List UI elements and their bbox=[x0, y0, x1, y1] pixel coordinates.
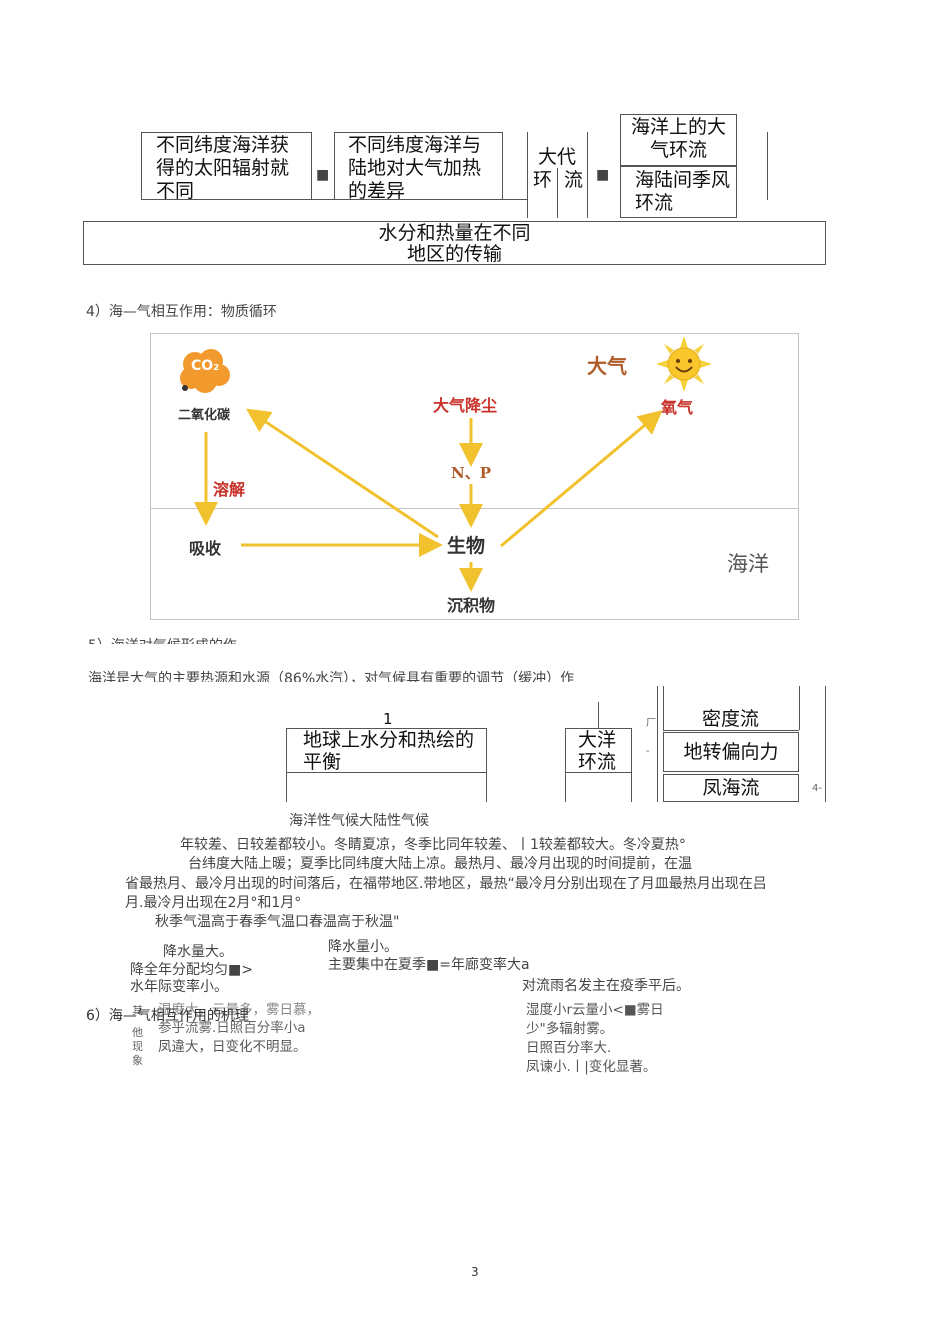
precip-left-2: 降全年分配均匀■> bbox=[130, 962, 253, 978]
climate-header: 海洋性气候大陆性气候 bbox=[289, 813, 429, 829]
divider bbox=[631, 728, 632, 802]
page-number: 3 bbox=[471, 1265, 479, 1279]
divider bbox=[767, 132, 768, 200]
box-density-current: 密度流 bbox=[702, 708, 760, 730]
side-label-4: 象 bbox=[132, 1054, 143, 1067]
other-left-1: 湿度大，云量多，雾日慕， bbox=[158, 1002, 320, 1018]
box-monsoon-text: 海陆间季风环流 bbox=[635, 169, 731, 214]
section6-heading: 6）海—气相互作用的机理 bbox=[86, 1008, 249, 1024]
divider bbox=[286, 728, 287, 802]
climate-line-5: 秋季气温高于春季气温口春温高于秋温" bbox=[155, 914, 400, 930]
other-right-2: 少"多辐射雾。 bbox=[526, 1021, 614, 1037]
divider bbox=[141, 132, 311, 133]
divider bbox=[502, 132, 503, 200]
item-number: 1 bbox=[383, 710, 393, 728]
divider bbox=[527, 132, 528, 218]
climate-line-1: 年较差、日较差都较小。冬睛夏凉，冬季比同年较差、丨1较差都较大。冬冷夏热° bbox=[180, 837, 686, 853]
dissolve-label: 溶解 bbox=[213, 480, 246, 499]
divider bbox=[663, 730, 799, 731]
divider bbox=[565, 728, 566, 802]
dust-label: 大气降尘 bbox=[433, 396, 498, 415]
box-transport-text: 水分和热量在不同地区的传输 bbox=[378, 222, 531, 265]
side-label-1: 其 bbox=[132, 1004, 143, 1017]
divider bbox=[657, 686, 658, 802]
mark-b: - bbox=[646, 746, 650, 757]
divider bbox=[598, 702, 599, 728]
climate-line-4: 月.最冷月出现在2月°和1月° bbox=[125, 895, 302, 911]
divider bbox=[557, 168, 558, 218]
box-wind-current: 凤海流 bbox=[663, 774, 799, 802]
divider bbox=[334, 132, 502, 133]
sun-icon bbox=[656, 336, 712, 392]
divider bbox=[486, 728, 487, 802]
divider bbox=[565, 728, 631, 729]
mark-c: 4- bbox=[812, 783, 822, 794]
divider bbox=[663, 686, 664, 730]
divider bbox=[799, 686, 800, 730]
divider bbox=[141, 132, 142, 200]
divider bbox=[286, 772, 486, 773]
precip-left-3: 水年际变率小。 bbox=[130, 979, 228, 995]
sediment-label: 沉积物 bbox=[447, 596, 496, 615]
precip-right-2: 主要集中在夏季■=年廊变率大a bbox=[328, 957, 530, 973]
precip-left-1: 降水量大。 bbox=[163, 944, 233, 960]
divider bbox=[587, 132, 588, 218]
box-water-heat-balance: 地球上水分和热绘的平衡 bbox=[303, 729, 475, 773]
co2-badge: CO₂ bbox=[191, 358, 220, 374]
bullet-2: ■ bbox=[596, 167, 610, 183]
section5-intro: 海洋是大气的主要热源和水源（86%水汽），对气候具有重要的调节（缓冲）作 bbox=[88, 671, 575, 682]
co2-label: 二氧化碳 bbox=[178, 408, 231, 423]
side-label-3: 现 bbox=[132, 1040, 143, 1053]
climate-line-2: 台纬度大陆上暖；夏季比同纬度大陆上凉。最热月、最冷月出现的时间提前，在温 bbox=[188, 856, 692, 872]
other-right-1: 湿度小r云量小<■雾日 bbox=[526, 1002, 664, 1018]
box-monsoon-circulation: 海陆间季风环流 bbox=[620, 166, 737, 218]
absorb-label: 吸收 bbox=[189, 539, 222, 558]
box-transport: 水分和热量在不同地区的传输 bbox=[83, 221, 826, 265]
atmosphere-label: 大气 bbox=[587, 354, 627, 378]
bullet-1: ■ bbox=[316, 167, 330, 183]
divider bbox=[565, 772, 631, 773]
box-solar-radiation: 不同纬度海洋获得的太阳辐射就不同 bbox=[156, 134, 290, 202]
other-left-2: 参乎流雾.日照百分率小a bbox=[158, 1020, 306, 1036]
section5-heading: 5）海洋对气候形成的作 bbox=[88, 632, 388, 644]
ocean-label: 海洋 bbox=[727, 552, 769, 576]
arrow-organism-to-oxygen bbox=[500, 410, 663, 548]
oxygen-label: 氧气 bbox=[661, 398, 694, 417]
cycle-diagram: CO₂ 二氧化碳 大气 氧气 大气降尘 N、P 溶解 吸收 生物 海洋 沉积物 bbox=[150, 333, 799, 620]
other-left-3: 凤違大，日变化不明显。 bbox=[158, 1039, 307, 1055]
box-coriolis: 地转偏向力 bbox=[663, 732, 799, 772]
divider bbox=[825, 686, 826, 802]
divider bbox=[334, 132, 335, 200]
other-right-4: 凤谏小.丨|变化显著。 bbox=[526, 1059, 657, 1075]
organism-label: 生物 bbox=[447, 535, 486, 557]
arrows-layer bbox=[194, 408, 663, 592]
divider bbox=[286, 728, 486, 729]
precip-right-3: 对流雨名发主在疫季平后。 bbox=[522, 978, 690, 994]
circulation-label-right: 流 bbox=[564, 169, 584, 191]
divider bbox=[141, 199, 527, 200]
box-wind-current-text: 凤海流 bbox=[702, 777, 760, 799]
mark-a: 厂 bbox=[646, 718, 656, 729]
side-label-2: 他 bbox=[132, 1026, 143, 1039]
circulation-label-top: 大代 bbox=[538, 146, 577, 168]
other-right-3: 日照百分率大. bbox=[526, 1040, 612, 1056]
box-coriolis-text: 地转偏向力 bbox=[683, 741, 779, 763]
precip-right-1: 降水量小。 bbox=[328, 939, 398, 955]
section4-heading: 4）海—气相互作用：物质循环 bbox=[86, 304, 277, 320]
box-ocean-atmosphere-circulation: 海洋上的大气环流 bbox=[620, 114, 737, 166]
climate-line-3: 省最热月、最冷月出现的时间落后，在福带地区.带地区，最热“最冷月分别出现在了月皿… bbox=[125, 876, 767, 892]
divider bbox=[311, 132, 312, 200]
co2-cloud-icon bbox=[180, 349, 230, 393]
box-heating-difference: 不同纬度海洋与陆地对大气加热的差异 bbox=[348, 134, 482, 202]
arrow-organism-to-co2 bbox=[246, 408, 439, 539]
box-ocean-atmosphere-text: 海洋上的大气环流 bbox=[630, 116, 726, 161]
circulation-label-left: 环 bbox=[533, 169, 553, 191]
np-label: N、P bbox=[451, 464, 491, 482]
box-ocean-circulation: 大洋环流 bbox=[578, 729, 617, 773]
